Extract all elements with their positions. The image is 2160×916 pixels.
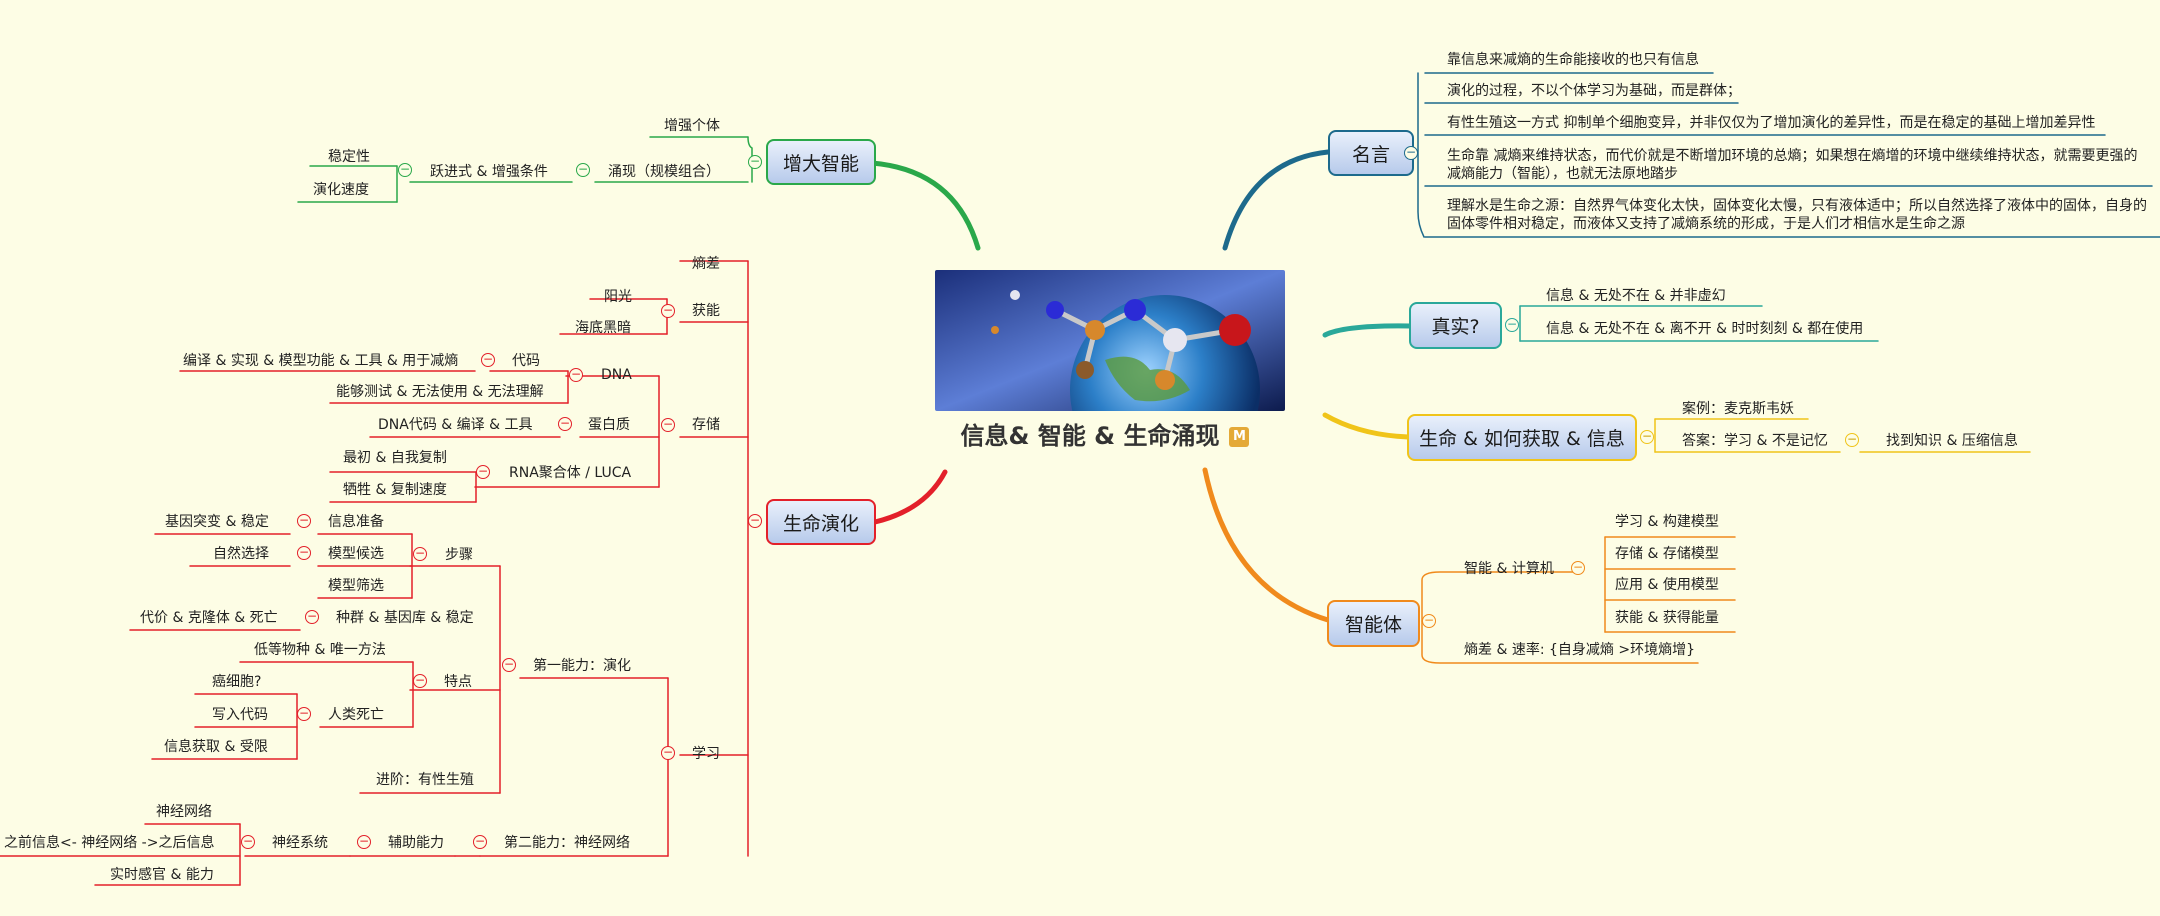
evo-advanced: 进阶：有性生殖: [376, 772, 474, 788]
collapse-answer-icon[interactable]: −: [1845, 432, 1859, 447]
collapse-emergence-icon[interactable]: −: [576, 162, 590, 177]
collapse-ability2-icon[interactable]: −: [473, 834, 487, 849]
collapse-storage-icon[interactable]: −: [661, 417, 675, 432]
quote-1: 靠信息来减熵的生命能接收的也只有信息: [1447, 52, 1699, 68]
truth-item-1: 信息 & 无处不在 & 并非虚幻: [1546, 288, 1726, 304]
central-title: 信息& 智能 & 生命涌现 M: [940, 416, 1270, 451]
evo-rna: RNA聚合体 / LUCA: [509, 465, 632, 481]
collapse-leap-icon[interactable]: −: [398, 162, 412, 177]
evo-code: 代码: [512, 353, 540, 369]
collapse-energy-icon[interactable]: −: [661, 303, 675, 318]
collapse-human-death-icon[interactable]: −: [297, 706, 311, 721]
quote-5: 理解水是生命之源：自然界气体变化太快，固体变化太慢，只有液体适中；所以自然选择了…: [1447, 198, 2147, 232]
collapse-code-icon[interactable]: −: [481, 352, 495, 367]
evo-energy-dark: 海底黑暗: [575, 320, 631, 336]
evo-protein-child: DNA代码 & 编译 & 工具: [378, 417, 533, 433]
evo-nn: 神经网络: [156, 804, 212, 820]
evo-learning: 学习: [692, 746, 720, 762]
agent-item-4: 获能 & 获得能量: [1615, 610, 1719, 626]
quote-3: 有性生殖这一方式 抑制单个细胞变异，并非仅仅为了增加演化的差异性，而是在稳定的基…: [1447, 115, 2096, 131]
evo-population-child: 代价 & 克隆体 & 死亡: [140, 610, 278, 626]
evo-dna-child2: 能够测试 & 无法使用 & 无法理解: [336, 384, 544, 400]
evo-write-code: 写入代码: [212, 707, 268, 723]
node-agent[interactable]: 智能体: [1327, 600, 1420, 647]
evo-info-prep-child: 基因突变 & 稳定: [165, 514, 269, 530]
increase-individual: 增强个体: [664, 118, 720, 134]
evo-storage: 存储: [692, 417, 720, 433]
agent-item-3: 应用 & 使用模型: [1615, 577, 1719, 593]
evo-dna: DNA: [601, 367, 632, 383]
agent-computer: 智能 & 计算机: [1464, 561, 1554, 577]
agent-item-1: 学习 & 构建模型: [1615, 514, 1719, 530]
evo-population: 种群 & 基因库 & 稳定: [336, 610, 474, 626]
evo-rna-item-2: 牺牲 & 复制速度: [343, 482, 447, 498]
collapse-dna-icon[interactable]: −: [569, 367, 583, 382]
evo-cancer: 癌细胞?: [212, 674, 262, 690]
collapse-evolution-icon[interactable]: −: [748, 513, 762, 528]
increase-evolution-speed: 演化速度: [313, 182, 369, 198]
quote-4: 生命靠 减熵来维持状态，而代价就是不断增加环境的总熵；如果想在熵增的环境中继续维…: [1447, 148, 2138, 182]
node-quotes[interactable]: 名言: [1328, 130, 1414, 176]
node-life-info[interactable]: 生命 & 如何获取 & 信息: [1407, 414, 1637, 461]
evo-ability2: 第二能力：神经网络: [504, 835, 630, 851]
collapse-rna-icon[interactable]: −: [476, 464, 490, 479]
central-title-text: 信息& 智能 & 生命涌现: [960, 422, 1220, 450]
life-info-answer: 答案：学习 & 不是记忆: [1682, 433, 1828, 449]
quote-2: 演化的过程，不以个体学习为基础，而是群体；: [1447, 83, 1741, 99]
collapse-nervous-icon[interactable]: −: [241, 834, 255, 849]
evo-aux: 辅助能力: [388, 835, 444, 851]
evo-senses: 实时感官 & 能力: [110, 867, 214, 883]
evo-model-select: 模型候选: [328, 546, 384, 562]
collapse-ability1-icon[interactable]: −: [502, 657, 516, 672]
evo-entropy: 熵差: [692, 256, 720, 272]
collapse-computer-icon[interactable]: −: [1571, 560, 1585, 575]
evo-protein: 蛋白质: [588, 417, 630, 433]
collapse-agent-icon[interactable]: −: [1422, 613, 1436, 628]
collapse-life-info-icon[interactable]: −: [1640, 429, 1654, 444]
collapse-info-prep-icon[interactable]: −: [297, 513, 311, 528]
truth-item-2: 信息 & 无处不在 & 离不开 & 时时刻刻 & 都在使用: [1546, 321, 1864, 337]
evo-features: 特点: [444, 674, 472, 690]
evo-energy: 获能: [692, 303, 720, 319]
agent-rate: 熵差 & 速率: {自身减熵 >环境熵增}: [1464, 642, 1695, 658]
evo-steps: 步骤: [445, 547, 473, 563]
collapse-protein-icon[interactable]: −: [558, 416, 572, 431]
central-image: [935, 270, 1285, 411]
evo-nn-flow: 之前信息<- 神经网络 ->之后信息: [4, 835, 215, 851]
collapse-population-icon[interactable]: −: [305, 609, 319, 624]
evo-energy-sun: 阳光: [604, 289, 632, 305]
collapse-aux-icon[interactable]: −: [357, 834, 371, 849]
evo-model-filter: 模型筛选: [328, 578, 384, 594]
agent-item-2: 存储 & 存储模型: [1615, 546, 1719, 562]
collapse-truth-icon[interactable]: −: [1505, 317, 1519, 332]
collapse-steps-icon[interactable]: −: [413, 546, 427, 561]
evo-ability1: 第一能力：演化: [533, 658, 631, 674]
evo-rna-item-1: 最初 & 自我复制: [343, 450, 447, 466]
evo-info-prep: 信息准备: [328, 514, 384, 530]
evo-model-select-child: 自然选择: [213, 546, 269, 562]
evo-nervous: 神经系统: [272, 835, 328, 851]
collapse-learning-icon[interactable]: −: [661, 745, 675, 760]
increase-emergence: 涌现（规模组合）: [608, 164, 720, 180]
evo-info-limited: 信息获取 & 受限: [164, 739, 268, 755]
life-info-answer-child: 找到知识 & 压缩信息: [1886, 433, 2018, 449]
evo-low-species: 低等物种 & 唯一方法: [254, 642, 386, 658]
collapse-quotes-icon[interactable]: −: [1404, 145, 1418, 160]
m-badge-icon[interactable]: M: [1229, 427, 1250, 447]
collapse-increase-icon[interactable]: −: [748, 154, 762, 169]
life-info-case: 案例：麦克斯韦妖: [1682, 401, 1794, 417]
evo-human-death: 人类死亡: [328, 707, 384, 723]
increase-leap: 跃进式 & 增强条件: [430, 164, 548, 180]
node-life-evolution[interactable]: 生命演化: [766, 499, 876, 545]
node-truth[interactable]: 真实?: [1409, 302, 1502, 349]
evo-code-child: 编译 & 实现 & 模型功能 & 工具 & 用于减熵: [183, 353, 459, 369]
collapse-features-icon[interactable]: −: [413, 673, 427, 688]
collapse-model-select-icon[interactable]: −: [297, 545, 311, 560]
increase-stability: 稳定性: [328, 149, 370, 165]
node-increase-intelligence[interactable]: 增大智能: [766, 139, 876, 185]
